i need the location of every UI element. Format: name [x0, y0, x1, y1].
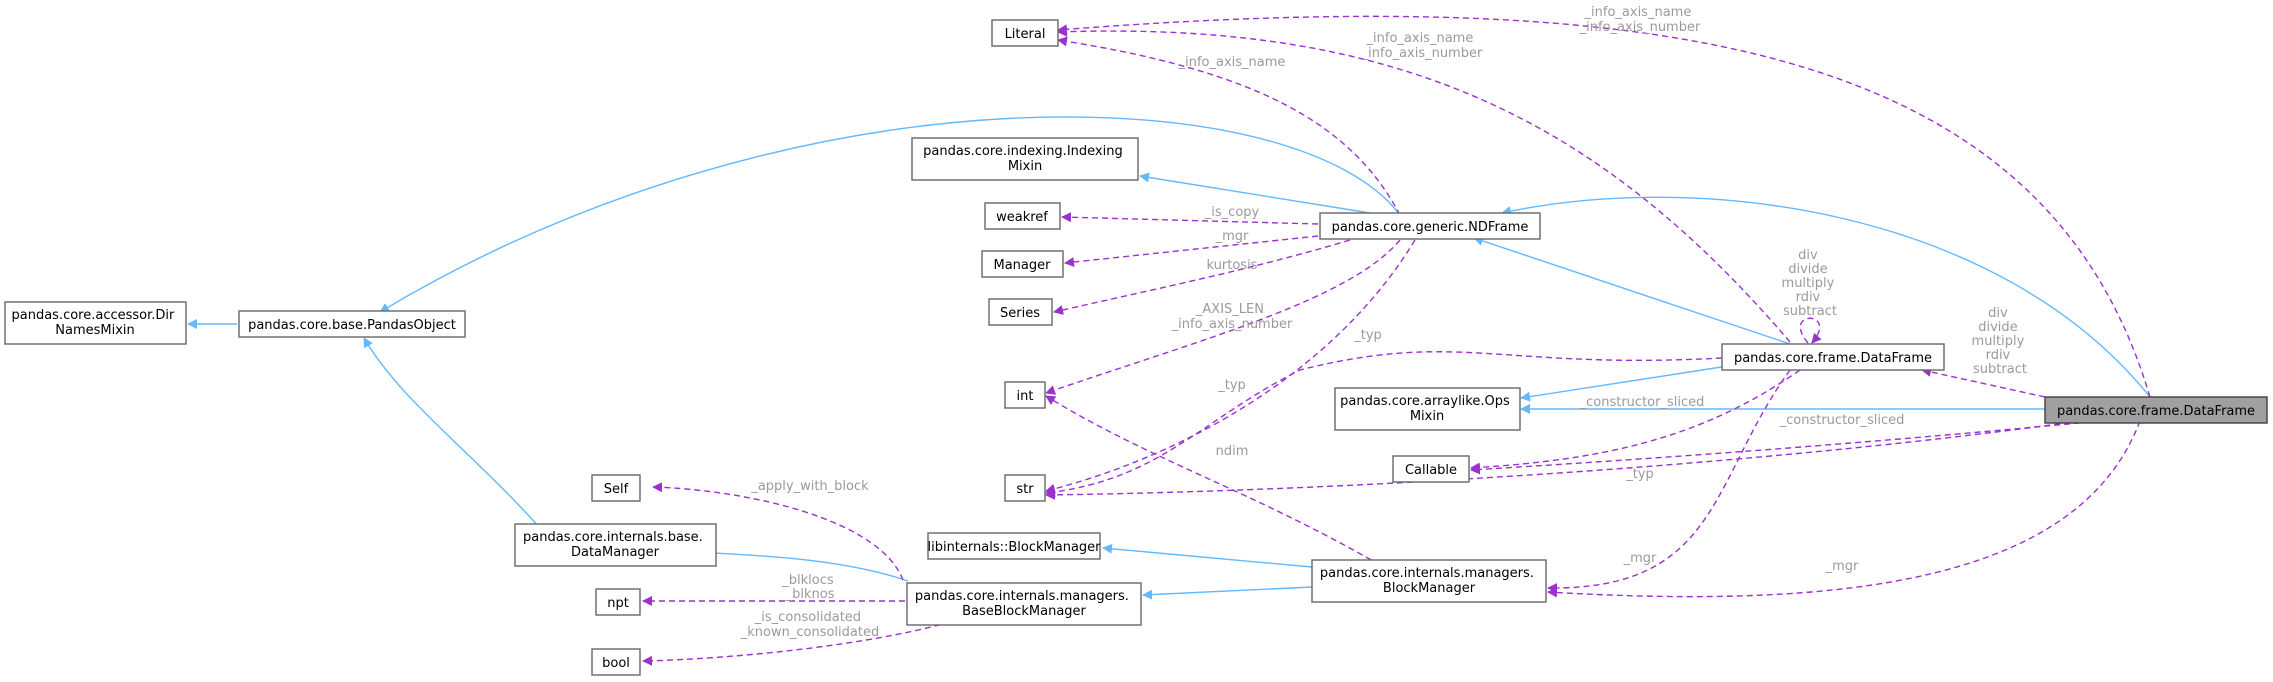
edge-label-ndframe-int: _AXIS_LEN _info_axis_number	[1171, 302, 1293, 332]
edge-label-basebm-bool: _is_consolidated _known_consolidated	[740, 610, 879, 640]
edge-label-ndframe-manager: _mgr	[1215, 229, 1249, 244]
edge-label-basebm-npt: _blklocs _blknos	[781, 573, 838, 602]
svg-text:libinternals::BlockManager: libinternals::BlockManager	[927, 540, 1101, 555]
svg-text:pandas.core.base.PandasObject: pandas.core.base.PandasObject	[248, 318, 456, 333]
edge-dataframe-str	[1045, 351, 1723, 497]
node-weakref[interactable]: weakref	[984, 202, 1061, 230]
edge-ndframe-weakref	[1061, 212, 1319, 225]
edge-label-main-callable: _constructor_sliced	[1779, 413, 1905, 428]
edge-basebm-bool	[642, 621, 951, 666]
edge-basebm-self	[652, 482, 904, 581]
node-dirnames-mixin[interactable]: pandas.core.accessor.Dir NamesMixin	[4, 301, 187, 345]
edge-ndframe-manager	[1064, 235, 1319, 268]
svg-text:Callable: Callable	[1405, 463, 1457, 478]
node-ndframe[interactable]: pandas.core.generic.NDFrame	[1319, 212, 1541, 240]
svg-text:str: str	[1016, 482, 1034, 497]
edge-label-basebm-self: _apply_with_block	[750, 479, 869, 494]
node-manager[interactable]: Manager	[981, 250, 1064, 278]
svg-text:Manager: Manager	[994, 258, 1052, 273]
edge-label-dataframe-callable: _constructor_sliced	[1579, 395, 1705, 410]
edge-main-literal	[1057, 15, 2151, 398]
edge-label-blockmanager-int: ndim	[1216, 444, 1249, 459]
edge-main-dataframe	[1921, 367, 2046, 398]
edge-blockmanager-libinternals	[1102, 543, 1313, 568]
edge-label-main-dataframe: div divide multiply rdiv subtract	[1972, 306, 2029, 377]
edge-label-main-blockmanager: _mgr	[1825, 559, 1859, 574]
edge-label-ndframe-literal: _info_axis_name	[1178, 55, 1286, 70]
edge-ndframe-pandasobject	[379, 116, 1401, 313]
svg-text:pandas.core.accessor.Dir: pandas.core.accessor.Dir NamesMixin	[11, 308, 178, 338]
edge-main-str	[1045, 420, 2081, 500]
node-int[interactable]: int	[1004, 381, 1046, 409]
node-libinternals-blockmanager[interactable]: libinternals::BlockManager	[927, 532, 1101, 560]
edge-dataframe-callable	[1470, 369, 1801, 473]
svg-text:pandas.core.arraylike.Ops: pandas.core.arraylike.Ops Mixin	[1340, 394, 1514, 424]
node-indexing-mixin[interactable]: pandas.core.indexing.Indexing Mixin	[911, 137, 1139, 181]
node-data-manager[interactable]: pandas.core.internals.base. DataManager	[514, 523, 717, 567]
edge-label-dataframe-blockmanager: _mgr	[1623, 551, 1657, 566]
node-bool[interactable]: bool	[591, 648, 641, 676]
svg-text:pandas.core.internals.managers: pandas.core.internals.managers. BaseBloc…	[915, 589, 1133, 619]
edge-dataframe-ndframe	[1473, 236, 1791, 345]
edge-label-dataframe-str: _typ	[1353, 328, 1382, 343]
svg-text:pandas.core.internals.managers: pandas.core.internals.managers. BlockMan…	[1320, 566, 1538, 596]
node-base-block-manager[interactable]: pandas.core.internals.managers. BaseBloc…	[906, 582, 1142, 626]
edge-dataframe-opsmixin	[1520, 365, 1729, 402]
svg-text:weakref: weakref	[996, 210, 1048, 225]
svg-text:pandas.core.frame.DataFrame: pandas.core.frame.DataFrame	[1734, 351, 1932, 366]
node-self[interactable]: Self	[591, 474, 641, 502]
node-literal[interactable]: Literal	[991, 19, 1059, 47]
node-block-manager[interactable]: pandas.core.internals.managers. BlockMan…	[1311, 559, 1547, 603]
svg-text:Series: Series	[1000, 306, 1040, 321]
node-str[interactable]: str	[1004, 474, 1046, 502]
edge-main-blockmanager	[1547, 420, 2141, 598]
edge-label-ndframe-str: _typ	[1217, 378, 1246, 393]
edge-main-ndframe	[1501, 196, 2151, 398]
edge-main-callable	[1470, 420, 2101, 475]
edge-datamanager-pandasobject	[363, 337, 541, 529]
edge-label-ndframe-series: kurtosis	[1207, 258, 1258, 273]
edge-ndframe-series	[1053, 239, 1351, 315]
edge-dataframe-blockmanager	[1547, 369, 1791, 594]
edge-label-main-literal: _info_axis_name _info_axis_number	[1579, 5, 1701, 35]
edge-label-ndframe-weakref: _is_copy	[1204, 205, 1260, 220]
svg-text:Literal: Literal	[1005, 27, 1046, 42]
node-callable[interactable]: Callable	[1392, 455, 1470, 483]
edge-ndframe-str	[1045, 239, 1416, 494]
edge-label-dataframe-self: div divide multiply rdiv subtract	[1782, 248, 1839, 319]
node-dataframe-main[interactable]: pandas.core.frame.DataFrame	[2044, 396, 2268, 424]
svg-text:Self: Self	[604, 482, 629, 497]
svg-text:pandas.core.generic.NDFrame: pandas.core.generic.NDFrame	[1332, 220, 1529, 235]
edge-blockmanager-basebm	[1142, 586, 1313, 600]
node-npt[interactable]: npt	[595, 588, 641, 616]
svg-text:pandas.core.indexing.Indexing: pandas.core.indexing.Indexing Mixin	[923, 144, 1127, 174]
edge-label-dataframe-literal: _info_axis_name _info_axis_number	[1361, 31, 1483, 61]
svg-text:bool: bool	[602, 656, 630, 671]
svg-text:pandas.core.frame.DataFrame: pandas.core.frame.DataFrame	[2057, 404, 2255, 419]
node-ops-mixin[interactable]: pandas.core.arraylike.Ops Mixin	[1334, 387, 1521, 431]
edge-dataframe-literal	[1057, 26, 1791, 343]
svg-text:npt: npt	[607, 596, 629, 611]
node-dataframe-base[interactable]: pandas.core.frame.DataFrame	[1721, 343, 1945, 371]
svg-text:int: int	[1017, 389, 1034, 404]
edge-label-main-str: _typ	[1625, 467, 1654, 482]
edge-ndframe-indexingmixin	[1139, 172, 1371, 214]
edge-dataframe-self	[1799, 317, 1822, 344]
edge-ndframe-int	[1045, 239, 1401, 395]
edge-ndframe-literal	[1057, 36, 1401, 216]
node-series[interactable]: Series	[988, 298, 1053, 326]
node-pandas-object[interactable]: pandas.core.base.PandasObject	[238, 310, 466, 338]
svg-text:pandas.core.internals.base.: pandas.core.internals.base. DataManager	[523, 530, 707, 560]
